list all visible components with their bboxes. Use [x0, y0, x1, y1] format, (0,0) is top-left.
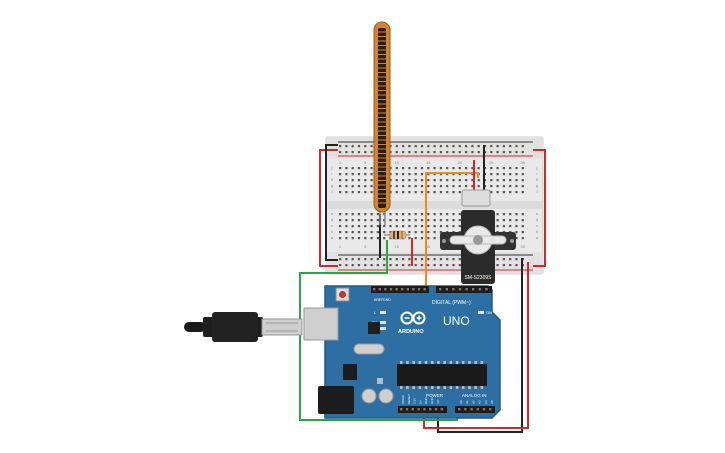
brand-label: ARDUINO — [398, 329, 424, 335]
microcontroller-chip — [397, 364, 487, 386]
wire-red-left-rail[interactable] — [319, 149, 338, 267]
row-letter: j — [331, 165, 333, 170]
row-letter: i — [537, 171, 538, 176]
servo-motor[interactable]: SM-S2309S — [440, 189, 516, 284]
wire-orange-servo-signal[interactable] — [425, 172, 479, 292]
column-number-bottom: 1 — [339, 244, 342, 249]
column-number-top: 10 — [394, 160, 399, 165]
led-l-label: L — [374, 310, 377, 315]
row-letter: f — [536, 189, 538, 194]
column-number-bottom: 30 — [520, 244, 525, 249]
row-letter: c — [331, 223, 333, 228]
arduino-logo — [400, 311, 426, 325]
wire-red-right-rail[interactable] — [533, 149, 546, 267]
analog-pin-label: A1 — [465, 400, 469, 404]
row-letter: j — [536, 165, 538, 170]
row-letter: b — [536, 229, 539, 234]
row-letter: g — [331, 183, 333, 188]
column-number-top: 20 — [457, 160, 462, 165]
crystal — [353, 343, 385, 355]
row-letter: a — [331, 235, 334, 240]
power-pin-label: 3.3V — [413, 398, 417, 404]
row-letter: g — [536, 183, 538, 188]
power-pin-label: 5V — [418, 400, 422, 404]
power-header[interactable] — [398, 406, 447, 413]
column-number-top: 15 — [426, 160, 431, 165]
column-number-bottom: 5 — [364, 244, 367, 249]
flex-sensor[interactable] — [373, 21, 391, 225]
header-pin-holes — [373, 288, 492, 411]
row-letter: e — [331, 211, 334, 216]
analog-pin-label: A5 — [490, 400, 494, 404]
analog-pin-label: A2 — [471, 400, 475, 404]
wire-black-left-rail[interactable] — [325, 144, 338, 261]
row-letter: b — [331, 229, 334, 234]
led-on-label: ON — [486, 310, 492, 315]
column-number-top: 1 — [339, 160, 342, 165]
row-letter: h — [536, 177, 538, 182]
microcontroller-pins — [400, 361, 484, 389]
digital-header-2[interactable] — [436, 286, 492, 293]
usb-port[interactable] — [303, 307, 339, 341]
voltage-regulator — [343, 364, 357, 380]
capacitor-1 — [361, 388, 377, 404]
row-letter: d — [536, 217, 538, 222]
digital-header[interactable] — [371, 286, 429, 293]
analog-header[interactable] — [455, 406, 495, 413]
power-pin-label: GND — [430, 397, 434, 405]
model-label: UNO — [443, 314, 470, 328]
analog-pin-label: A3 — [478, 400, 482, 404]
resistor[interactable] — [384, 230, 410, 240]
digital-header-label: DIGITAL (PWM~) — [432, 300, 471, 306]
row-letter: f — [331, 189, 333, 194]
wire-black-to-arduino-gnd[interactable] — [437, 258, 523, 433]
analog-header-label: ANALOG IN — [462, 393, 487, 398]
power-pin-label: IOREF — [401, 395, 405, 404]
power-pin-label: RESET — [407, 394, 411, 404]
capacitor-2 — [378, 388, 394, 404]
row-letter: d — [331, 217, 333, 222]
wires — [299, 144, 546, 433]
servo-model-label: SM-S2309S — [465, 275, 493, 281]
row-letter: a — [536, 235, 539, 240]
breadboard[interactable]: 115510101515202025253030 jjiihhggffeeddc… — [325, 136, 544, 275]
power-jack[interactable] — [318, 386, 354, 414]
row-letter: h — [331, 177, 333, 182]
power-header-label: POWER — [426, 393, 444, 398]
analog-pin-label: A0 — [459, 400, 463, 404]
power-pin-label: Vin — [436, 399, 440, 404]
column-number-top: 30 — [520, 160, 525, 165]
analog-pin-label: A4 — [484, 400, 488, 404]
flex-sensor-traces — [378, 31, 386, 204]
usb-chip — [368, 322, 380, 334]
column-number-top: 5 — [364, 160, 367, 165]
column-number-bottom: 15 — [426, 244, 431, 249]
column-number-top: 25 — [489, 160, 494, 165]
power-pin-label: GND — [424, 397, 428, 405]
column-number-bottom: 10 — [394, 244, 399, 249]
usb-cable[interactable] — [184, 312, 303, 342]
row-letter: e — [536, 211, 539, 216]
arduino-uno-board[interactable]: AREF GND DIGITAL (PWM~) L TX RX ON ARDUI… — [303, 285, 501, 419]
gnd-label: GND — [383, 298, 391, 302]
row-letter: c — [536, 223, 538, 228]
aref-label: AREF — [374, 298, 383, 302]
row-letter: i — [332, 171, 333, 176]
